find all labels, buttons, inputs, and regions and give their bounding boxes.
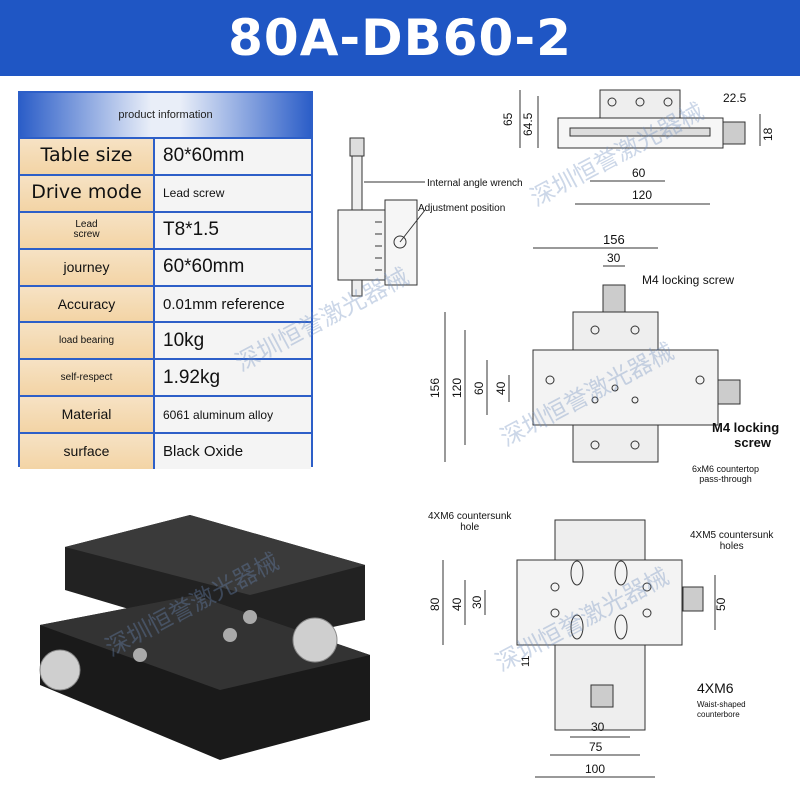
- dim-label: 22.5: [723, 91, 747, 105]
- spec-value: 6061 aluminum alloy: [155, 397, 311, 433]
- m4-right-line: M4 locking: [712, 420, 780, 435]
- m6-countersunk-line: hole: [460, 522, 480, 533]
- dim-label: 30: [607, 251, 621, 265]
- dim-label: 120: [450, 378, 464, 398]
- dim-label: 80: [428, 597, 442, 611]
- spec-label: Material: [20, 397, 155, 433]
- dim-label: 40: [494, 381, 508, 395]
- dim-label: 18: [761, 127, 775, 141]
- spec-label-line: Lead: [75, 218, 98, 230]
- bottom-view-drawing: 80 40 30 50 11 30 75 100: [428, 519, 728, 778]
- adjust-label: Adjustment position: [418, 203, 506, 214]
- dim-label: 50: [714, 597, 728, 611]
- spec-table-header: product information: [20, 93, 311, 137]
- spec-label: surface: [20, 434, 155, 470]
- spec-row: Accuracy 0.01mm reference: [20, 284, 311, 322]
- dim-label: 100: [585, 762, 605, 776]
- spec-row: self-respect 1.92kg: [20, 358, 311, 396]
- spec-row: Lead screw T8*1.5: [20, 210, 311, 248]
- m4-right-label: M4 locking screw: [712, 420, 779, 450]
- m6-waist-label: 4XM6: [697, 680, 734, 696]
- m6-countersunk-label: 4XM6 countersunk hole: [428, 511, 511, 533]
- dim-label: 75: [589, 740, 603, 754]
- spec-row: surface Black Oxide: [20, 432, 311, 470]
- m5-countersunk-line: holes: [719, 541, 744, 552]
- spec-value: 10kg: [155, 323, 311, 359]
- m6-line: 6xM6 countertop: [692, 464, 760, 474]
- spec-value: T8*1.5: [155, 212, 311, 248]
- spec-row: Table size 80*60mm: [20, 137, 311, 174]
- spec-label: Lead screw: [20, 212, 155, 248]
- spec-row: Material 6061 aluminum alloy: [20, 395, 311, 433]
- dim-label: 120: [632, 188, 652, 202]
- side-view-drawing: [337, 137, 426, 297]
- spec-value: 80*60mm: [155, 139, 311, 174]
- spec-table: product information Table size 80*60mm D…: [18, 91, 313, 470]
- spec-label: journey: [20, 249, 155, 285]
- product-photo: [39, 515, 370, 760]
- dim-label: 30: [470, 595, 484, 609]
- dim-label: 60: [632, 166, 646, 180]
- m5-countersunk-line: 4XM5 countersunk: [690, 530, 774, 541]
- spec-value: 0.01mm reference: [155, 286, 311, 322]
- wrench-label: Internal angle wrench: [427, 178, 523, 189]
- spec-label: Table size: [20, 139, 155, 174]
- m6-countersunk-line: 4XM6 countersunk: [428, 511, 512, 522]
- spec-label: load bearing: [20, 323, 155, 359]
- m6-waist-note: Waist-shaped counterbore: [697, 700, 746, 721]
- spec-label: Accuracy: [20, 286, 155, 322]
- dim-label: 40: [450, 597, 464, 611]
- dim-label: 11: [520, 656, 532, 667]
- spec-row: Drive mode Lead screw: [20, 173, 311, 211]
- spec-value: 1.92kg: [155, 360, 311, 396]
- product-title: 80A-DB60-2: [228, 9, 572, 67]
- spec-label-line: screw: [73, 229, 100, 241]
- title-bar: 80A-DB60-2: [0, 0, 800, 76]
- top-view-drawing: 156 30 156 120 60 40: [428, 232, 741, 463]
- m6-waist-line: Waist-shaped: [697, 700, 746, 709]
- spec-label: self-respect: [20, 360, 155, 396]
- spec-value: 60*60mm: [155, 249, 311, 285]
- spec-value: Black Oxide: [155, 434, 311, 470]
- spec-row: load bearing 10kg: [20, 321, 311, 359]
- m6-label: 6xM6 countertop pass-through: [692, 464, 759, 484]
- dim-label: 156: [603, 232, 625, 247]
- dim-label: 156: [428, 378, 442, 398]
- dim-label: 30: [591, 720, 605, 734]
- spec-row: journey 60*60mm: [20, 247, 311, 285]
- m4-top-label: M4 locking screw: [642, 273, 735, 287]
- m5-countersunk-label: 4XM5 countersunk holes: [690, 530, 773, 552]
- spec-label: Drive mode: [20, 175, 155, 211]
- front-view-drawing: 65 64.5 22.5 18 60 120: [501, 89, 775, 205]
- dim-label: 60: [472, 381, 486, 395]
- dim-label: 65: [501, 112, 515, 126]
- spec-value: Lead screw: [155, 175, 311, 211]
- m6-line: pass-through: [699, 474, 752, 484]
- m6-waist-line: counterbore: [697, 710, 740, 720]
- dim-label: 64.5: [521, 112, 535, 136]
- m4-right-line: screw: [734, 435, 772, 450]
